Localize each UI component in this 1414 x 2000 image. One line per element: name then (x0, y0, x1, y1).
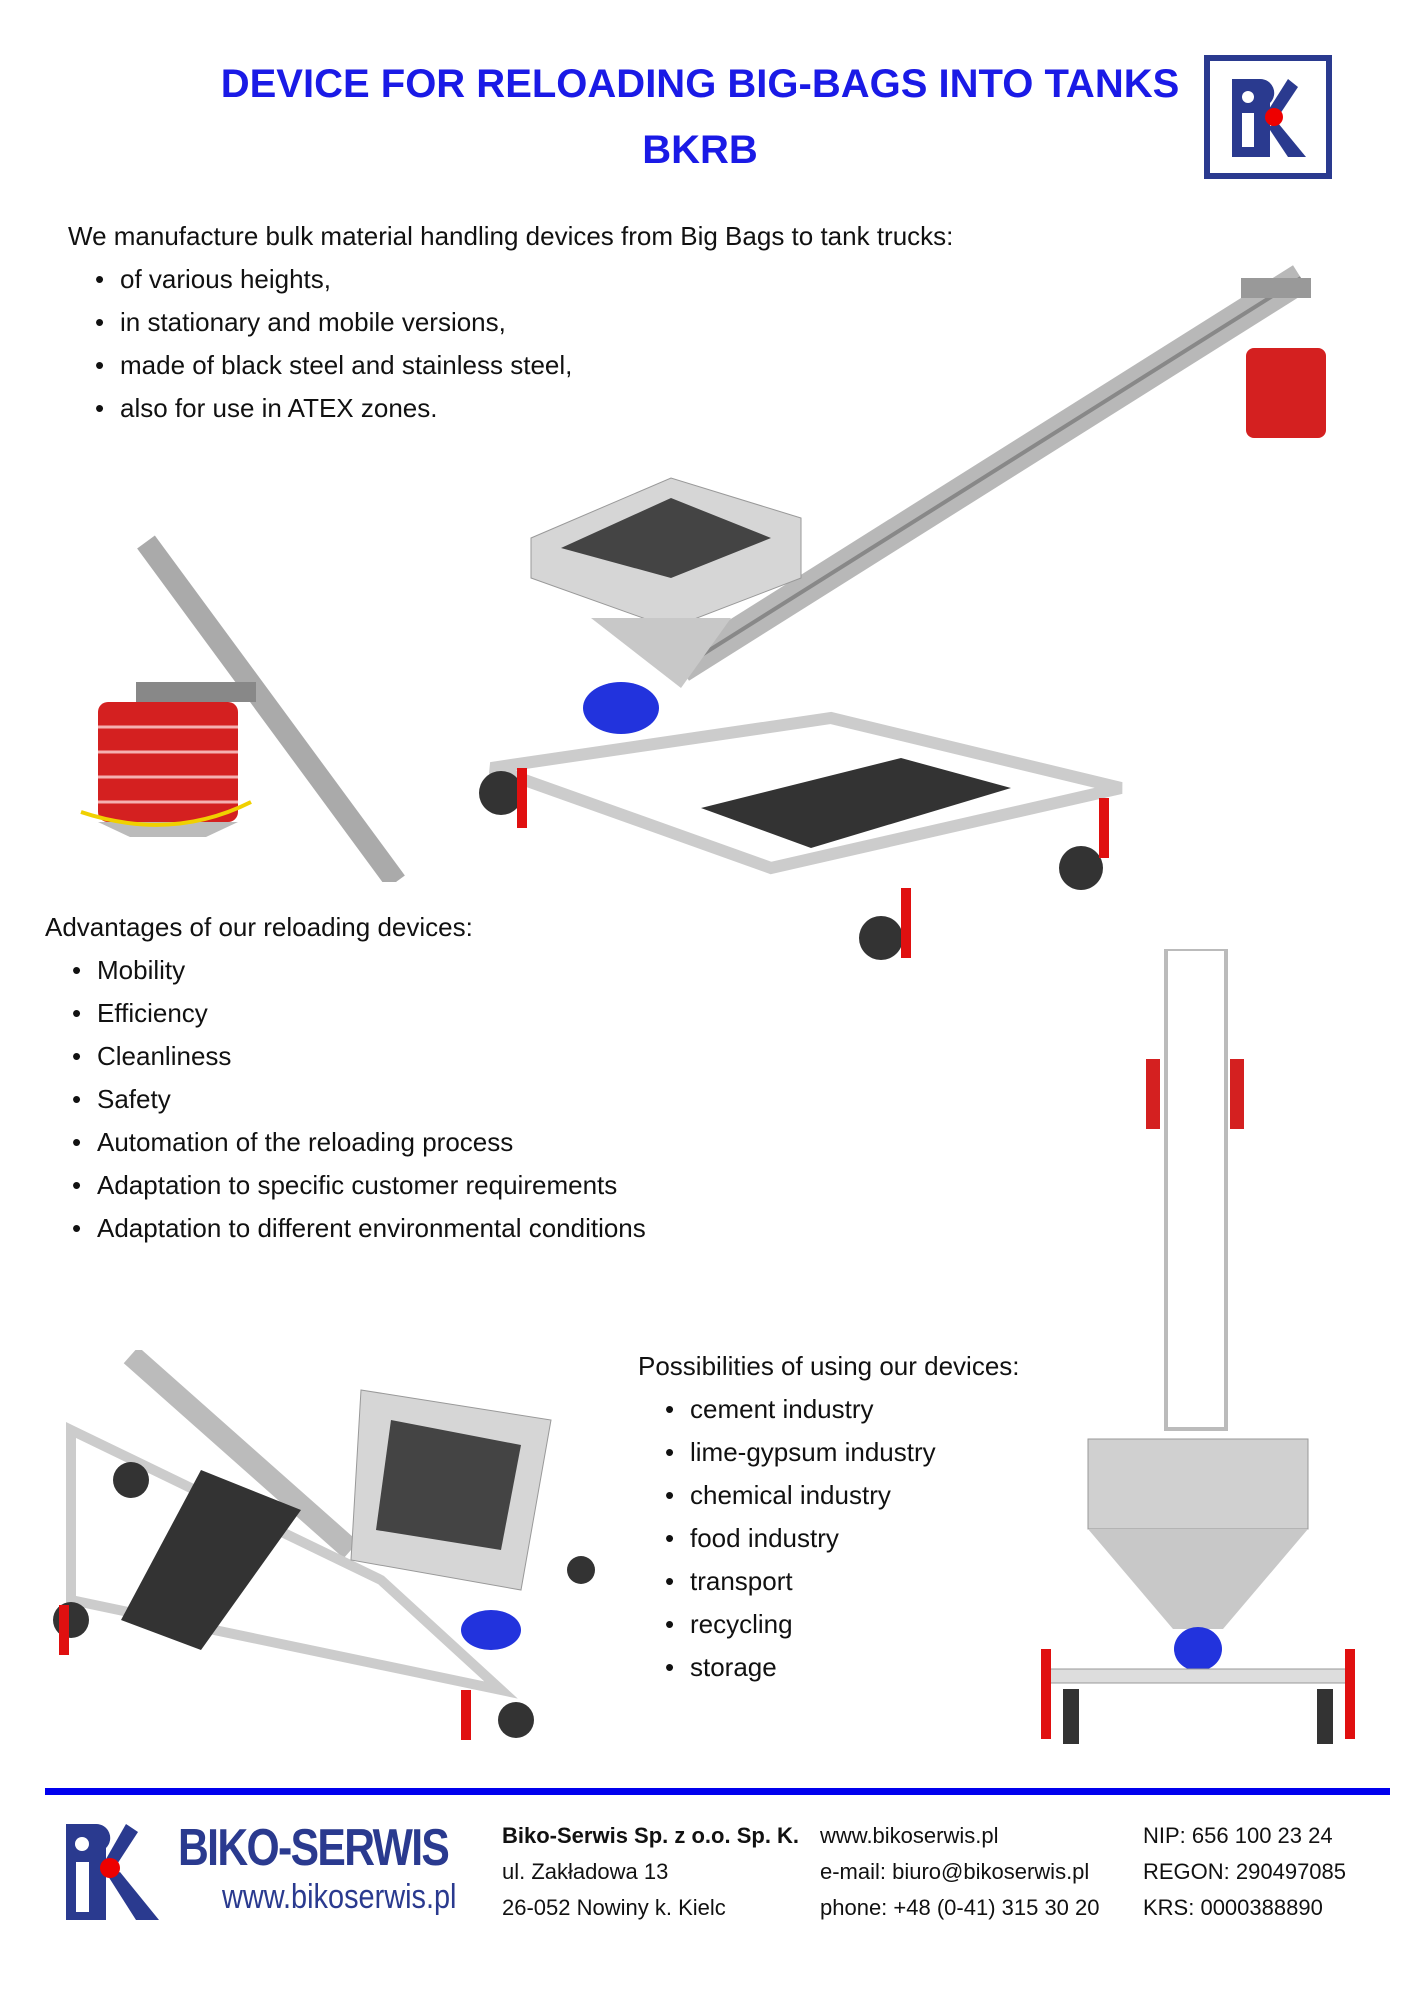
list-item: of various heights, (95, 258, 572, 301)
list-item: storage (665, 1646, 936, 1689)
company-logo (1204, 55, 1332, 179)
list-item: recycling (665, 1603, 936, 1646)
product-code: BKRB (642, 128, 758, 172)
list-item: also for use in ATEX zones. (95, 387, 572, 430)
advantages-list: Mobility Efficiency Cleanliness Safety A… (72, 949, 646, 1250)
list-item: chemical industry (665, 1474, 936, 1517)
bk-logo-icon (1232, 78, 1306, 157)
list-item: Cleanliness (72, 1035, 646, 1078)
list-item: in stationary and mobile versions, (95, 301, 572, 344)
footer-contact: www.bikoserwis.pl e-mail: biuro@bikoserw… (820, 1818, 1100, 1926)
footer-divider (45, 1788, 1390, 1795)
list-item: food industry (665, 1517, 936, 1560)
intro-list: of various heights, in stationary and mo… (95, 258, 572, 430)
page-title: DEVICE FOR RELOADING BIG-BAGS INTO TANKS (220, 62, 1180, 106)
regon: REGON: 290497085 (1143, 1859, 1347, 1884)
list-item: Adaptation to specific customer requirem… (72, 1164, 646, 1207)
list-item: Mobility (72, 949, 646, 992)
footer-brand-name: BIKO-SERWIS (178, 1819, 450, 1877)
nip: NIP: 656 100 23 24 (1143, 1823, 1333, 1848)
top-view-illustration (53, 1350, 595, 1740)
list-item: cement industry (665, 1388, 936, 1431)
list-item: Automation of the reloading process (72, 1121, 646, 1164)
main-device-illustration (479, 265, 1326, 960)
list-item: transport (665, 1560, 936, 1603)
advantages-heading: Advantages of our reloading devices: (45, 912, 473, 942)
intro-text: We manufacture bulk material handling de… (68, 221, 954, 251)
krs: KRS: 0000388890 (1143, 1895, 1323, 1920)
possibilities-list: cement industry lime-gypsum industry che… (665, 1388, 936, 1689)
company-name: Biko-Serwis Sp. z o.o. Sp. K. (502, 1823, 800, 1848)
phone: phone: +48 (0-41) 315 30 20 (820, 1895, 1100, 1920)
list-item: lime-gypsum industry (665, 1431, 936, 1474)
email-link[interactable]: e-mail: biuro@bikoserwis.pl (820, 1859, 1090, 1884)
front-view-illustration (1041, 949, 1355, 1744)
list-item: Efficiency (72, 992, 646, 1035)
possibilities-heading: Possibilities of using our devices: (638, 1351, 1020, 1381)
website-link[interactable]: www.bikoserwis.pl (820, 1823, 999, 1848)
list-item: made of black steel and stainless steel, (95, 344, 572, 387)
footer-brand-url[interactable]: www.bikoserwis.pl (222, 1878, 457, 1916)
footer-registration: NIP: 656 100 23 24 REGON: 290497085 KRS:… (1143, 1818, 1346, 1926)
city: 26-052 Nowiny k. Kielc (502, 1895, 726, 1920)
footer-bk-logo-icon (66, 1823, 159, 1920)
footer-address: Biko-Serwis Sp. z o.o. Sp. K. ul. Zakład… (502, 1818, 799, 1926)
street: ul. Zakładowa 13 (502, 1859, 669, 1884)
detail-outlet-illustration (80, 535, 405, 882)
list-item: Adaptation to different environmental co… (72, 1207, 646, 1250)
list-item: Safety (72, 1078, 646, 1121)
